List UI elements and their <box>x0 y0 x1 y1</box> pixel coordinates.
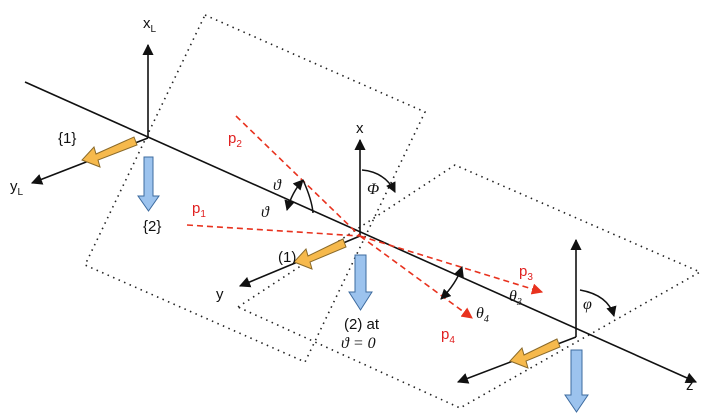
y-lab-label: yL <box>10 178 24 198</box>
scattering-plane-decay <box>236 164 702 409</box>
p1-line <box>186 224 361 237</box>
Phi-arc <box>361 169 396 193</box>
p3-line <box>359 235 544 295</box>
theta4-arc <box>440 266 464 300</box>
theta-arc-upper <box>284 179 304 212</box>
x-lab-label: xL <box>143 15 157 35</box>
polarization-2-arrow <box>137 156 160 212</box>
p2-line <box>235 115 361 237</box>
theta-arc-lower <box>302 179 314 214</box>
label-2-at: (2) at <box>344 316 380 333</box>
p4-line <box>359 235 473 319</box>
phi-arc <box>579 289 617 318</box>
p2-label: p2 <box>228 130 242 150</box>
Phi-label: Φ <box>367 181 379 198</box>
p1-label: p1 <box>192 200 206 220</box>
polarization-2-arrow-right <box>564 349 589 413</box>
polarization-2-arrow-center <box>348 254 373 311</box>
polarization-1-arrow-right <box>509 338 561 369</box>
theta4-label: θ4 <box>476 305 489 325</box>
label-theta-zero: ϑ = 0 <box>341 335 376 352</box>
theta-lower-label: ϑ <box>261 204 270 221</box>
phi-label: φ <box>583 296 592 313</box>
x-axis-label: x <box>356 120 364 137</box>
theta3-label: θ3 <box>509 288 522 308</box>
label-1: (1) <box>278 249 296 266</box>
pol-2-label: {2} <box>143 218 161 235</box>
y-axis-label: y <box>216 286 224 303</box>
pol-1-label: {1} <box>58 130 76 147</box>
theta-upper-label: ϑ <box>273 177 282 194</box>
polarization-1-arrow-center <box>293 238 347 270</box>
p3-label: p3 <box>519 263 533 283</box>
z-axis-label: z <box>686 377 694 394</box>
polarization-1-arrow <box>81 136 138 168</box>
p4-label: p4 <box>441 326 455 346</box>
